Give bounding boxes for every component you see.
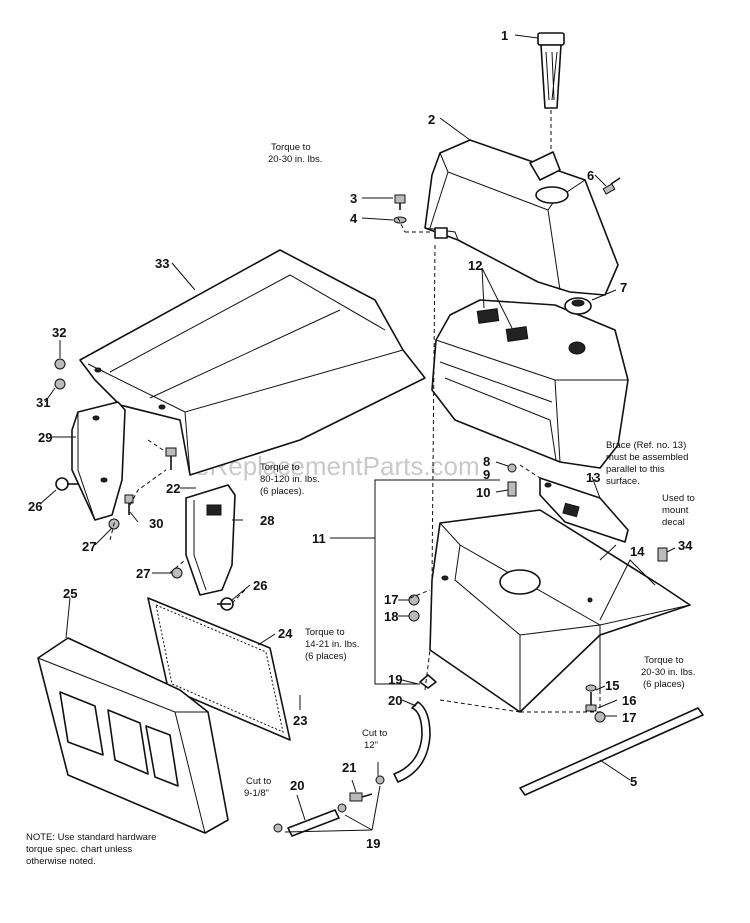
part-1-fuel-gauge — [537, 32, 565, 175]
alignment-lines — [109, 217, 601, 713]
callout-17-lower: 17 — [622, 710, 636, 725]
callout-22: 22 — [166, 481, 180, 496]
hardware-right — [408, 463, 668, 723]
part-33-cover — [79, 249, 426, 476]
part-24-screen — [147, 597, 291, 741]
callout-16: 16 — [622, 693, 636, 708]
part-12-fuel-tank — [431, 299, 629, 469]
footer-note-3: otherwise noted. — [26, 856, 96, 867]
callout-19-lower: 19 — [366, 836, 380, 851]
part-29-bracket — [71, 401, 126, 521]
part-14-base-tray — [429, 509, 691, 713]
note-decal-1: Used to — [662, 493, 695, 504]
part-28-bracket — [185, 484, 236, 596]
callout-17-upper: 17 — [384, 592, 398, 607]
note-torque-22: Torque to — [260, 462, 300, 473]
callout-18: 18 — [384, 609, 398, 624]
note-torque-22-value: 80-120 in. lbs. — [260, 474, 320, 485]
note-torque-24-places: (6 places) — [305, 651, 347, 662]
callout-9: 9 — [483, 467, 490, 482]
note-cut-9-value: 9-1/8" — [244, 788, 269, 799]
callout-numbers: 1 2 3 4 5 6 7 8 9 10 11 12 13 14 15 16 1… — [28, 28, 693, 851]
callout-1: 1 — [501, 28, 508, 43]
callout-27-right: 27 — [136, 566, 150, 581]
callout-28: 28 — [260, 513, 274, 528]
hardware-3-4-6 — [393, 177, 621, 224]
callout-26-left: 26 — [28, 499, 42, 514]
callout-3: 3 — [350, 191, 357, 206]
callout-6: 6 — [587, 168, 594, 183]
leader-lines — [39, 34, 676, 833]
note-decal-2: mount — [662, 505, 689, 516]
footer-note-1: NOTE: Use standard hardware — [26, 832, 156, 843]
callout-21: 21 — [342, 760, 356, 775]
note-torque-16: Torque to — [644, 655, 684, 666]
callout-15: 15 — [605, 678, 619, 693]
part-25-grille — [37, 637, 229, 834]
part-7-grommet — [564, 297, 592, 315]
annotation-notes: Torque to 20-30 in. lbs. Torque to 80-12… — [26, 142, 695, 867]
note-torque-16-value: 20-30 in. lbs. — [641, 667, 695, 678]
callout-29: 29 — [38, 430, 52, 445]
callout-34: 34 — [678, 538, 693, 553]
callout-13: 13 — [586, 470, 600, 485]
callout-23: 23 — [293, 713, 307, 728]
callout-2: 2 — [428, 112, 435, 127]
note-torque-3-value: 20-30 in. lbs. — [268, 154, 322, 165]
note-brace-1: Brace (Ref. no. 13) — [606, 440, 686, 451]
note-torque-24-value: 14-21 in. lbs. — [305, 639, 359, 650]
callout-20-upper: 20 — [388, 693, 402, 708]
fuel-hoses — [273, 701, 431, 837]
callout-5: 5 — [630, 774, 637, 789]
part-5-rod — [519, 707, 704, 796]
note-brace-3: parallel to this — [606, 464, 665, 475]
note-torque-24: Torque to — [305, 627, 345, 638]
callout-14: 14 — [630, 544, 645, 559]
callout-7: 7 — [620, 280, 627, 295]
callout-33: 33 — [155, 256, 169, 271]
footer-note-2: torque spec. chart unless — [26, 844, 132, 855]
note-torque-16-places: (6 places) — [643, 679, 685, 690]
callout-25: 25 — [63, 586, 77, 601]
callout-24: 24 — [278, 626, 293, 641]
note-decal-3: decal — [662, 517, 685, 528]
callout-11: 11 — [312, 531, 326, 546]
callout-8: 8 — [483, 454, 490, 469]
note-brace-2: must be assembled — [606, 452, 688, 463]
callout-20-lower: 20 — [290, 778, 304, 793]
note-brace-4: surface. — [606, 476, 640, 487]
note-cut-12: Cut to — [362, 728, 387, 739]
note-torque-3: Torque to — [271, 142, 311, 153]
callout-31: 31 — [36, 395, 50, 410]
callout-30: 30 — [149, 516, 163, 531]
callout-26-right: 26 — [253, 578, 267, 593]
callout-12: 12 — [468, 258, 482, 273]
hardware-left — [54, 358, 234, 611]
callout-27-left: 27 — [82, 539, 96, 554]
note-cut-9: Cut to — [246, 776, 271, 787]
part-2-tank-cover — [424, 139, 619, 296]
callout-19-upper: 19 — [388, 672, 402, 687]
callout-32: 32 — [52, 325, 66, 340]
callout-10: 10 — [476, 485, 490, 500]
note-cut-12-value: 12" — [364, 740, 378, 751]
note-torque-22-places: (6 places). — [260, 486, 304, 497]
callout-4: 4 — [350, 211, 358, 226]
